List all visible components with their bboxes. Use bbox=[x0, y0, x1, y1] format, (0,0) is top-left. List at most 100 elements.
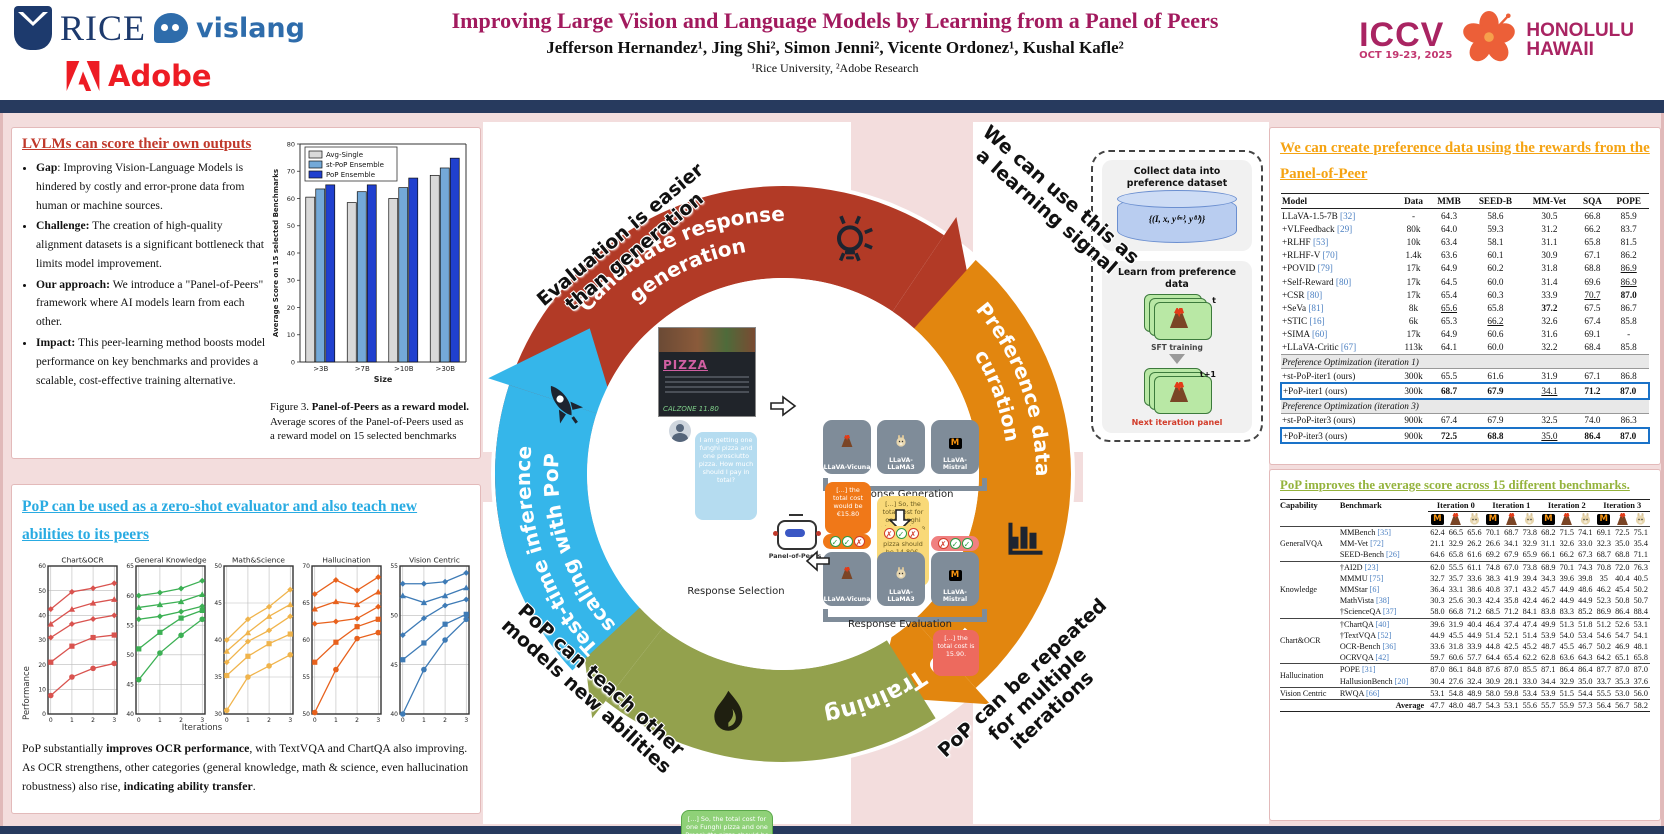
svg-el bbox=[805, 550, 830, 572]
polygon-el bbox=[199, 603, 206, 610]
span-el: [52] bbox=[1377, 630, 1392, 640]
th-el: M bbox=[1539, 512, 1557, 527]
span-el bbox=[890, 430, 912, 449]
volcano-icon bbox=[841, 434, 853, 447]
bar bbox=[366, 184, 377, 363]
value-cell: 8k bbox=[1408, 302, 1419, 313]
text-el: 1 bbox=[70, 717, 74, 724]
pizza-menu-title: PIZZA bbox=[663, 358, 708, 372]
value-cell: 49.9 bbox=[1539, 617, 1558, 630]
value-cell: 65.8 bbox=[1633, 653, 1648, 663]
data-series bbox=[314, 591, 379, 610]
value-cell: 65.6 bbox=[1440, 302, 1458, 313]
value-cell: 6k bbox=[1408, 316, 1419, 327]
value-cell: 67.1 bbox=[1584, 370, 1601, 381]
pizza-menu-scribble: CALZONE 11.80 bbox=[663, 405, 719, 413]
circle-el bbox=[1586, 518, 1588, 521]
model-name-cell: +st-PoP-iter3 (ours) bbox=[1282, 415, 1356, 426]
cross-icon: ✗ bbox=[853, 536, 865, 547]
span-el: [80] bbox=[1335, 276, 1352, 287]
value-cell: 61.6 bbox=[1487, 370, 1504, 381]
line-el bbox=[854, 215, 862, 225]
model-chip: LLaVA-LLaMA3 bbox=[877, 552, 925, 606]
value-cell: 67.0 bbox=[1502, 560, 1521, 573]
iccv-location-1: HONOLULU bbox=[1526, 20, 1634, 41]
text-el: 0 bbox=[137, 717, 141, 724]
span-el: [23] bbox=[1364, 562, 1379, 572]
data-series bbox=[138, 605, 203, 620]
text-el: 50 bbox=[302, 711, 310, 718]
rect-el bbox=[463, 611, 469, 617]
value-cell: 86.2 bbox=[1620, 250, 1637, 261]
circle-el bbox=[311, 709, 318, 716]
polygon-el bbox=[1169, 387, 1189, 402]
value-cell: 31.8 bbox=[1448, 641, 1464, 651]
rect-el bbox=[47, 565, 118, 715]
value-cell: 74.0 bbox=[1584, 415, 1601, 426]
capability-cell: Chart&OCR bbox=[1280, 617, 1340, 664]
adobe-logo-icon bbox=[66, 61, 100, 91]
span-el: [67] bbox=[1340, 342, 1357, 353]
text-el: 50 bbox=[287, 222, 295, 230]
value-cell: 32.9 bbox=[1559, 676, 1574, 686]
llama-icon bbox=[1580, 513, 1590, 525]
cycle-arrow-body bbox=[495, 385, 640, 671]
data-series bbox=[314, 618, 379, 663]
value-cell: 86.8 bbox=[1620, 370, 1637, 381]
learn-preference-title: Learn from preference data bbox=[1117, 267, 1237, 290]
value-cell: 56.7 bbox=[1613, 698, 1632, 713]
rect-el bbox=[312, 659, 318, 665]
value-cell: 68.2 bbox=[1539, 526, 1558, 539]
value-cell: 85.8 bbox=[1620, 316, 1637, 327]
circle-el bbox=[556, 395, 564, 403]
polyline-el bbox=[1174, 381, 1185, 391]
bar bbox=[346, 202, 357, 363]
benchmark-cell: MM-Vet [72] bbox=[1339, 539, 1384, 549]
value-cell: 71.5 bbox=[1557, 526, 1577, 539]
cross-icon: ✗ bbox=[907, 528, 919, 539]
value-cell: 87.7 bbox=[1594, 663, 1613, 676]
rect-el bbox=[1020, 526, 1028, 549]
circle-el bbox=[135, 676, 142, 683]
polygon-el bbox=[463, 584, 470, 591]
span-el: [60] bbox=[1311, 329, 1328, 340]
ellipse-el bbox=[1639, 520, 1643, 524]
value-cell: 87.0 bbox=[1608, 382, 1650, 400]
text-el: 0 bbox=[225, 717, 229, 724]
benchmark-cell: MMBench [35] bbox=[1339, 526, 1429, 539]
value-cell: 35.0 bbox=[1522, 426, 1577, 445]
value-cell: 60.6 bbox=[1448, 653, 1464, 663]
th-el bbox=[1576, 512, 1594, 527]
model-name-cell: LLaVA-1.5-7B [32] bbox=[1282, 210, 1356, 221]
text-el: 55 bbox=[126, 622, 134, 629]
span-el: [81] bbox=[1308, 302, 1324, 313]
polygon-el bbox=[332, 618, 339, 625]
value-cell: 51.2 bbox=[1594, 617, 1613, 630]
value-cell: 32.4 bbox=[1467, 676, 1482, 686]
bullet-item: Challenge: The creation of high-quality … bbox=[36, 217, 266, 273]
response-bubble-3: [...] the total cost is 15.90. bbox=[933, 630, 979, 676]
capability-cell: Hallucination bbox=[1280, 663, 1340, 688]
text-el: 2 bbox=[179, 717, 183, 724]
data-series bbox=[50, 634, 115, 663]
rect-el bbox=[48, 659, 54, 665]
value-cell: 58.0 bbox=[1430, 607, 1445, 617]
panel-of-peers-robot-icon bbox=[773, 514, 821, 550]
value-cell: 48.7 bbox=[1465, 698, 1484, 713]
span-el: [32] bbox=[1340, 210, 1356, 221]
x-axis-label: Iterations bbox=[181, 722, 223, 733]
text-segment: Average scores of the Panel-of-Peers use… bbox=[270, 415, 464, 443]
bar-chart-icon bbox=[1008, 522, 1043, 555]
value-cell: 62.8 bbox=[1541, 653, 1556, 663]
value-cell: 17k bbox=[1406, 263, 1421, 274]
text-el: 3 bbox=[376, 717, 380, 724]
polygon-el bbox=[570, 401, 584, 410]
th-el bbox=[1613, 512, 1631, 527]
rect-el bbox=[308, 170, 323, 179]
